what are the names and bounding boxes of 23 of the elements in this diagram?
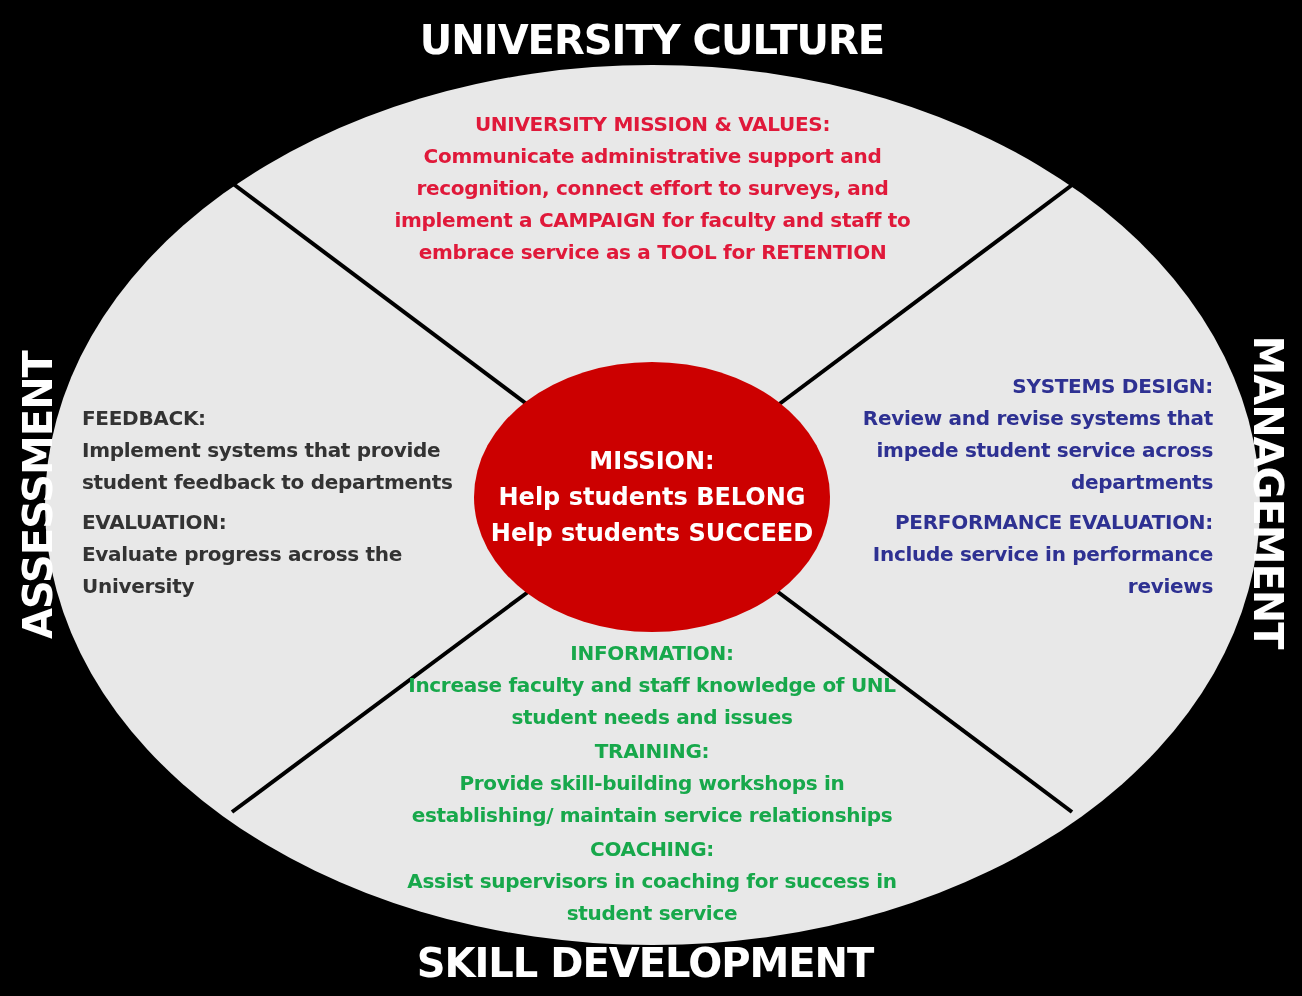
section-text: Assist supervisors in coaching for success in student service	[407, 868, 897, 927]
section-title: SKILL DEVELOPMENT	[416, 940, 874, 986]
section-heading: EVALUATION:	[82, 509, 228, 536]
section-heading: FEEDBACK:	[82, 405, 207, 432]
section-heading: PERFORMANCE EVALUATION:	[894, 509, 1213, 536]
section-heading: UNIVERSITY MISSION & VALUES:	[473, 111, 832, 138]
section-title: MANAGEMENT	[1245, 335, 1291, 649]
section-text: Implement systems that provide student feedback to departments	[82, 437, 454, 496]
mission-text: Help students BELONG	[498, 482, 806, 513]
section-heading: TRAINING:	[593, 738, 711, 765]
section-text: Evaluate progress across the University	[82, 541, 403, 600]
mission-text: Help students SUCCEED	[490, 518, 814, 549]
section-text: Increase faculty and staff knowledge of UNL student needs and issues	[407, 672, 897, 731]
section-heading: SYSTEMS DESIGN:	[1011, 373, 1213, 400]
section-text: Include service in performance reviews	[871, 541, 1213, 600]
mission-heading: MISSION:	[589, 446, 715, 477]
section-text: Review and revise systems that impede student service across departments	[861, 405, 1213, 496]
section-text: Communicate administrative support and recognition, connect effort to surveys, and implement a CAMPAIGN for faculty and staff to embrace service as a TOOL for RETENTION	[393, 143, 912, 266]
section-title: UNIVERSITY CULTURE	[419, 17, 885, 63]
section-title: ASSESSMENT	[15, 351, 61, 639]
section-heading: INFORMATION:	[569, 640, 735, 667]
section-text: Provide skill-building workshops in establishing/ maintain service relationships	[410, 770, 894, 829]
section-heading: COACHING:	[589, 836, 715, 863]
